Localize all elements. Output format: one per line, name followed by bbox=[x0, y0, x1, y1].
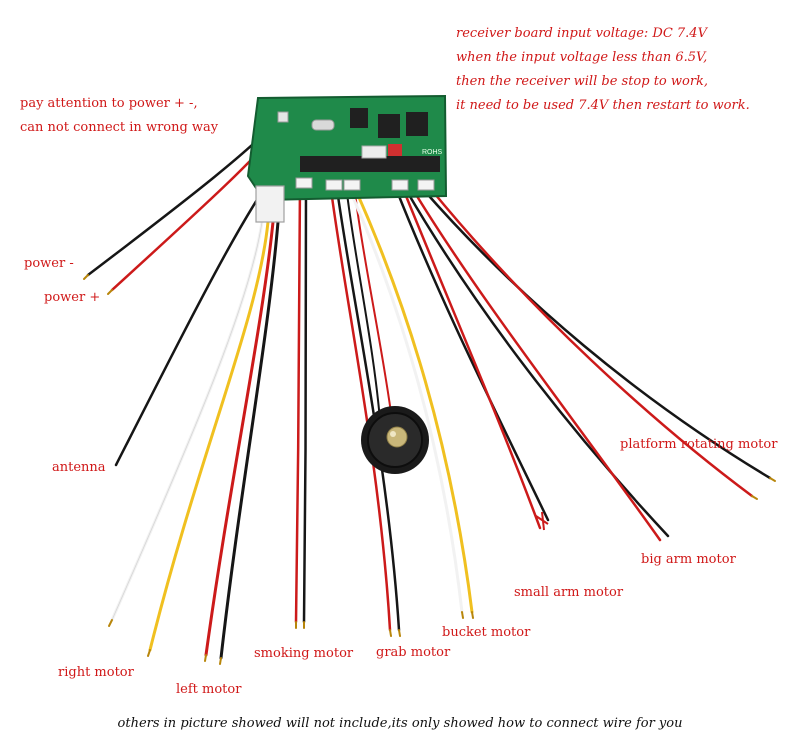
wire-grab-red bbox=[328, 180, 392, 632]
ic-chip-small bbox=[378, 114, 400, 138]
voltage-note-line: when the input voltage less than 6.5V, bbox=[456, 50, 708, 65]
voltage-note-line: receiver board input voltage: DC 7.4V bbox=[456, 26, 707, 41]
ic-chip bbox=[300, 156, 440, 172]
wire-bigarm-black bbox=[403, 186, 670, 538]
label-bucket-motor: bucket motor bbox=[442, 625, 531, 640]
wire-smallarm-black bbox=[393, 184, 550, 522]
motor-connector bbox=[343, 179, 361, 191]
wire-smallarm-red bbox=[400, 184, 542, 530]
ic-chip-small bbox=[406, 112, 428, 136]
receiver-board: ROHS bbox=[246, 94, 448, 223]
label-platform-rotating-motor: platform rotating motor bbox=[620, 437, 778, 452]
wire-tips bbox=[83, 274, 776, 665]
wire-bigarm-red bbox=[410, 186, 662, 542]
red-mark bbox=[535, 511, 549, 531]
wire-right-motor-white-edge bbox=[111, 221, 263, 621]
wires bbox=[86, 118, 772, 660]
crystal bbox=[311, 119, 335, 131]
ic-chip-small bbox=[350, 108, 368, 128]
connector-white bbox=[361, 145, 387, 159]
wire-right-motor-white bbox=[110, 220, 264, 622]
wire-bucket-yellow bbox=[352, 184, 474, 614]
wire-platform-red bbox=[428, 186, 754, 498]
power-pad bbox=[277, 111, 289, 123]
label-grab-motor: grab motor bbox=[376, 645, 451, 660]
wire-left-motor-black bbox=[219, 220, 280, 660]
voltage-note-line: it need to be used 7.4V then restart to … bbox=[456, 98, 750, 113]
wire-bucket-white bbox=[346, 184, 464, 614]
wire-smoking-black bbox=[302, 180, 308, 624]
motor-connector bbox=[391, 179, 409, 191]
label-left-motor: left motor bbox=[176, 682, 242, 697]
wire-power-minus bbox=[86, 118, 280, 277]
motor-connector bbox=[417, 179, 435, 191]
wire-platform-black bbox=[420, 186, 772, 480]
label-antenna: antenna bbox=[52, 460, 106, 475]
label-smoking-motor: smoking motor bbox=[254, 646, 354, 661]
connector-red bbox=[388, 144, 402, 156]
footer-note: others in picture showed will not includ… bbox=[117, 716, 683, 731]
speaker bbox=[361, 406, 429, 474]
polarity-note-line: pay attention to power + -, bbox=[20, 96, 198, 111]
motor-connector bbox=[295, 177, 313, 189]
wire-left-motor-red bbox=[204, 220, 275, 657]
polarity-note-line: can not connect in wrong way bbox=[20, 120, 219, 135]
wire-smoking-red bbox=[294, 180, 302, 624]
label-power-minus: power - bbox=[24, 256, 74, 271]
voltage-note-line: then the receiver will be stop to work, bbox=[456, 74, 709, 89]
wire-right-motor-yellow bbox=[148, 220, 270, 652]
label-right-motor: right motor bbox=[58, 665, 134, 680]
polarity-note: pay attention to power + -, can not conn… bbox=[20, 92, 218, 140]
voltage-note: receiver board input voltage: DC 7.4V wh… bbox=[456, 22, 750, 118]
label-big-arm-motor: big arm motor bbox=[641, 552, 736, 567]
label-small-arm-motor: small arm motor bbox=[514, 585, 624, 600]
board-silkscreen: ROHS bbox=[422, 149, 443, 156]
motor-connector bbox=[325, 179, 343, 191]
side-connector bbox=[255, 185, 285, 223]
wire-grab-black bbox=[334, 180, 401, 632]
label-power-plus: power + bbox=[44, 290, 101, 305]
